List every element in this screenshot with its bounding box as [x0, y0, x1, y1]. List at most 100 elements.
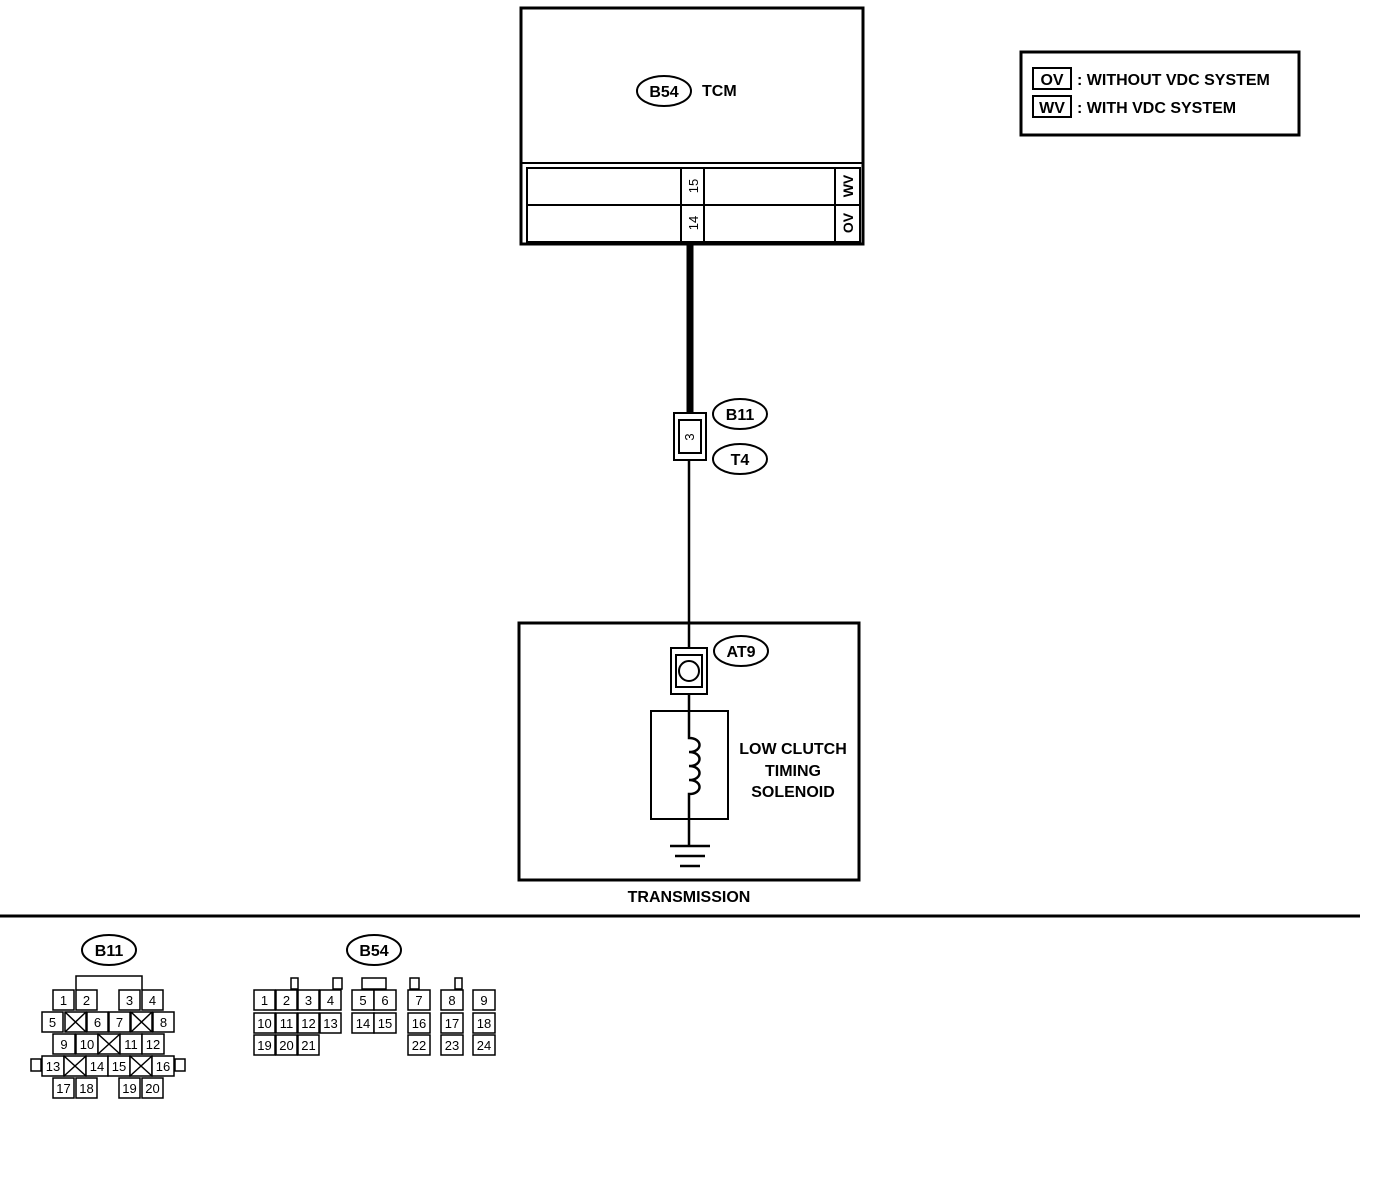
- b11-view-oval: [81, 934, 137, 966]
- tcm-label: TCM: [702, 83, 737, 100]
- b11-blank-cavity: [129, 1055, 153, 1077]
- b11-pin-label: 15: [112, 1059, 126, 1074]
- b11-pin-label: 11: [124, 1037, 138, 1052]
- b54-cell-2-3: [407, 1034, 431, 1056]
- b54-view-key-1: [290, 977, 299, 990]
- b54-pin-label: 4: [327, 993, 334, 1008]
- b11-cell-0-1: [75, 989, 98, 1011]
- b54-view-key-2: [332, 977, 343, 990]
- ground-symbol: [670, 844, 710, 868]
- transmission-box: [517, 621, 861, 882]
- b11-cell-4-1: [75, 1077, 98, 1099]
- b54-cell-1-6: [407, 1012, 431, 1034]
- tcm-unit: B54 TCM 15 14 WV OV: [519, 6, 865, 246]
- b11-cell-2-0: [52, 1033, 76, 1055]
- b11-blank-cavity: [63, 1055, 87, 1077]
- b54-cell-0-3: [319, 989, 342, 1011]
- b54-cell-2-4: [440, 1034, 464, 1056]
- b11-pin-label: 9: [60, 1037, 67, 1052]
- b11-pin-label: 1: [60, 993, 67, 1008]
- b54-cell-1-2: [297, 1012, 320, 1034]
- b54-cell-0-8: [472, 989, 496, 1011]
- b54-view-key-3: [361, 977, 387, 990]
- b11-pin-label: 2: [83, 993, 90, 1008]
- b11-cell-2-4: [141, 1033, 165, 1055]
- b11-oval: [712, 398, 768, 430]
- joint-connector: 3 B11 T4: [673, 398, 768, 475]
- b11-blank-cavity: [97, 1033, 121, 1055]
- transmission-label: TRANSMISSION: [628, 889, 751, 906]
- b11-cell-1-2: [86, 1011, 109, 1033]
- legend-code-wv: WV: [1039, 100, 1065, 117]
- solenoid-label-3: SOLENOID: [751, 784, 835, 801]
- b11-pin-label: 3: [126, 993, 133, 1008]
- b54-cell-2-1: [275, 1034, 298, 1056]
- b54-pin-label: 1: [261, 993, 268, 1008]
- b54-pin-label: 16: [412, 1016, 426, 1031]
- b11-cell-4-0: [52, 1077, 75, 1099]
- b54-cell-1-7: [440, 1012, 464, 1034]
- harness: [686, 244, 694, 712]
- b54-pin-label: 8: [448, 993, 455, 1008]
- b54-cell-1-8: [472, 1012, 496, 1034]
- b11-pin-label: 16: [156, 1059, 170, 1074]
- b11-pin-label: 12: [146, 1037, 160, 1052]
- b11-cell-4-4: [141, 1077, 164, 1099]
- b54-pin-label: 19: [257, 1038, 271, 1053]
- b54-pin-label: 22: [412, 1038, 426, 1053]
- legend-code-box-ov: [1032, 67, 1072, 90]
- b54-pin-label: 13: [323, 1016, 337, 1031]
- b54-cell-0-6: [407, 989, 431, 1011]
- legend-code-ov: OV: [1040, 72, 1063, 89]
- b54-pin-label: 15: [378, 1016, 392, 1031]
- b11-pin-label: 4: [149, 993, 156, 1008]
- at9-code: AT9: [726, 644, 755, 661]
- tcm-pin-15: 15: [686, 179, 701, 193]
- b11-view-tab-right: [174, 1058, 186, 1072]
- b54-cell-1-5: [373, 1012, 397, 1034]
- at9-pin-circle: [678, 660, 700, 682]
- b11-cell-0-4: [141, 989, 164, 1011]
- b54-cell-2-2: [297, 1034, 320, 1056]
- b11-pin-label: 20: [145, 1081, 159, 1096]
- b54-view-label: B54: [359, 943, 388, 960]
- solenoid-label-2: TIMING: [765, 763, 821, 780]
- b54-pin-label: 12: [301, 1016, 315, 1031]
- joint-connector-pin: 3: [682, 433, 697, 440]
- b54-pin-label: 9: [480, 993, 487, 1008]
- b11-pin-label: 18: [79, 1081, 93, 1096]
- tcm-connector-code: B54: [649, 84, 678, 101]
- b11-pin-label: 17: [56, 1081, 70, 1096]
- b11-pin-label: 19: [122, 1081, 136, 1096]
- b54-cell-0-2: [297, 989, 320, 1011]
- b54-pin-label: 10: [257, 1016, 271, 1031]
- b11-cell-4-3: [118, 1077, 141, 1099]
- t4-oval: [712, 443, 768, 475]
- b54-pin-label: 14: [356, 1016, 370, 1031]
- solenoid-coil: [687, 712, 701, 846]
- legend-text-ov: : WITHOUT VDC SYSTEM: [1077, 72, 1270, 89]
- b11-pin-label: 7: [116, 1015, 123, 1030]
- b54-pin-label: 24: [477, 1038, 491, 1053]
- t4-code: T4: [731, 452, 750, 469]
- legend-text-wv: : WITH VDC SYSTEM: [1077, 100, 1236, 117]
- b11-view-label: B11: [95, 943, 124, 960]
- b54-view-key-4: [409, 977, 420, 990]
- b54-cell-1-3: [319, 1012, 342, 1034]
- b54-pin-label: 23: [445, 1038, 459, 1053]
- tcm-variant-ov: OV: [840, 212, 856, 233]
- b11-view-tab-left: [30, 1058, 42, 1072]
- b54-cell-2-0: [253, 1034, 276, 1056]
- b54-pin-label: 6: [381, 993, 388, 1008]
- tcm-box: [519, 6, 865, 246]
- b11-cell-0-3: [118, 989, 141, 1011]
- b11-pin-label: 14: [90, 1059, 104, 1074]
- b54-cell-1-1: [275, 1012, 298, 1034]
- at9-oval: [713, 635, 769, 667]
- b54-cell-0-0: [253, 989, 276, 1011]
- b54-pin-label: 21: [301, 1038, 315, 1053]
